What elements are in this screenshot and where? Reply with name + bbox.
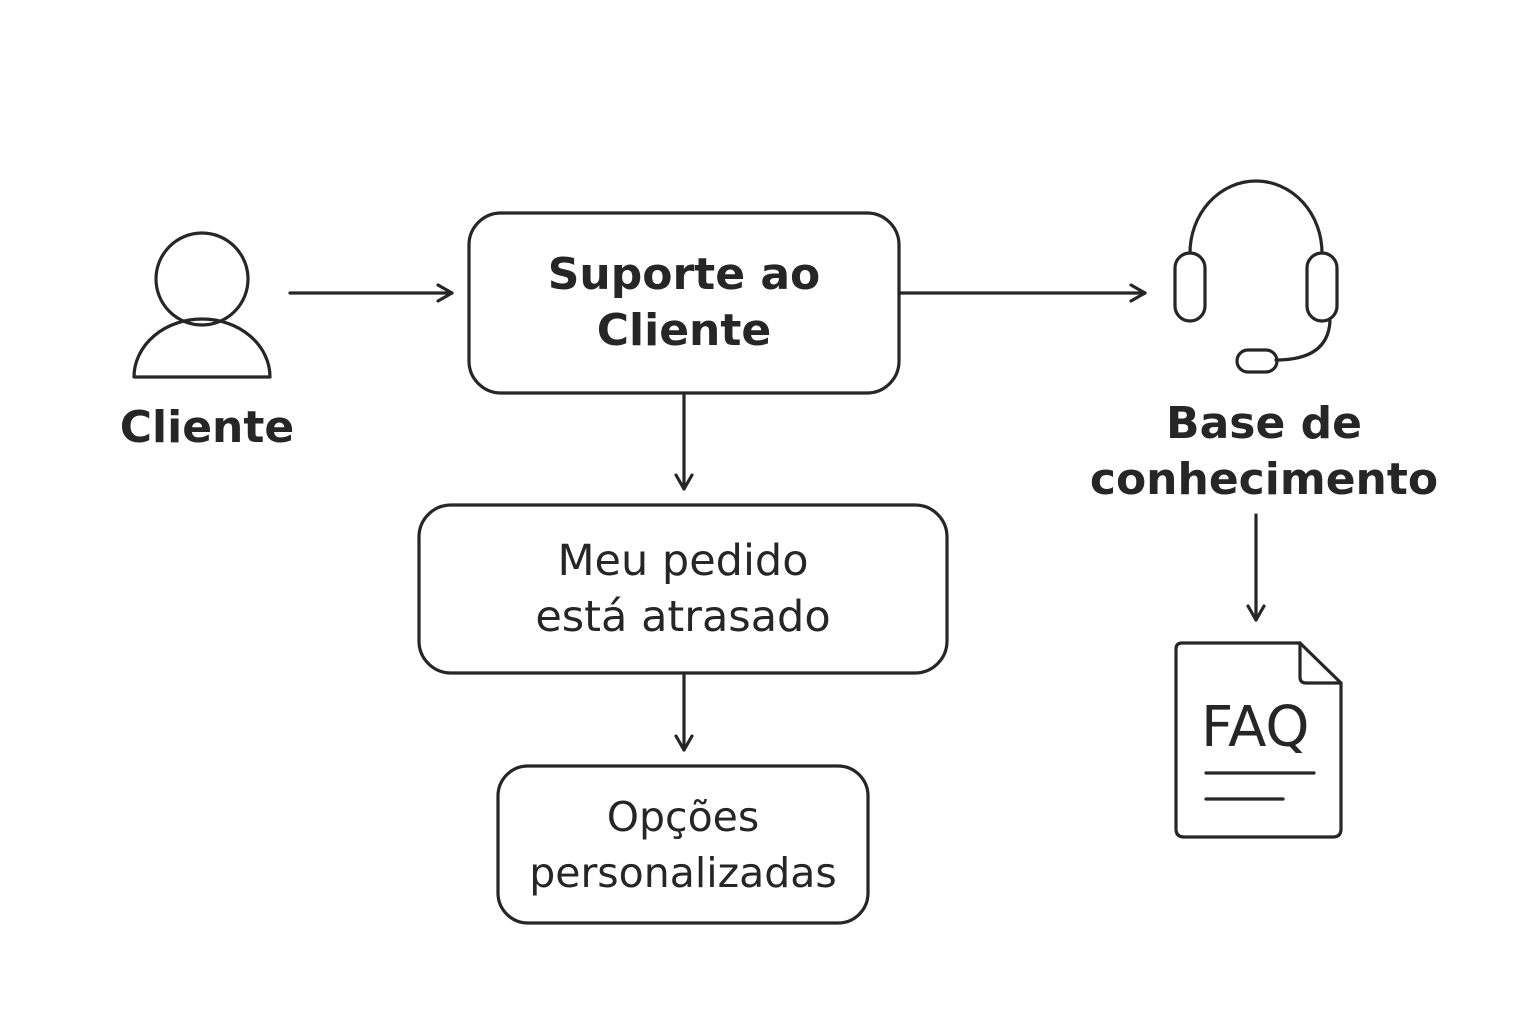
client-label: Cliente — [119, 402, 295, 453]
support-box-line-2: Cliente — [596, 305, 772, 356]
request-box-line-2: está atrasado — [535, 592, 831, 642]
options-box-frame — [496, 764, 870, 925]
headset-icon — [1173, 179, 1339, 374]
request-box-line-1: Meu pedido — [557, 536, 809, 586]
knowledge-base-line-1: Base de — [1166, 398, 1362, 449]
options-box-line-1: Opções — [606, 792, 760, 841]
support-box-line-1: Suporte ao — [547, 249, 821, 300]
request-box-text: Meu pedido está atrasado — [419, 505, 947, 673]
person-icon — [132, 231, 272, 379]
knowledge-base-line-2: conhecimento — [1089, 454, 1439, 505]
document-icon — [1174, 641, 1343, 839]
knowledge-base-label: Base de conhecimento — [1076, 396, 1452, 508]
support-box-text: Suporte ao Cliente — [469, 213, 899, 393]
options-box-text: Opções personalizadas — [488, 766, 878, 923]
options-box-line-2: personalizadas — [529, 848, 837, 897]
faq-text: FAQ — [1201, 695, 1310, 760]
